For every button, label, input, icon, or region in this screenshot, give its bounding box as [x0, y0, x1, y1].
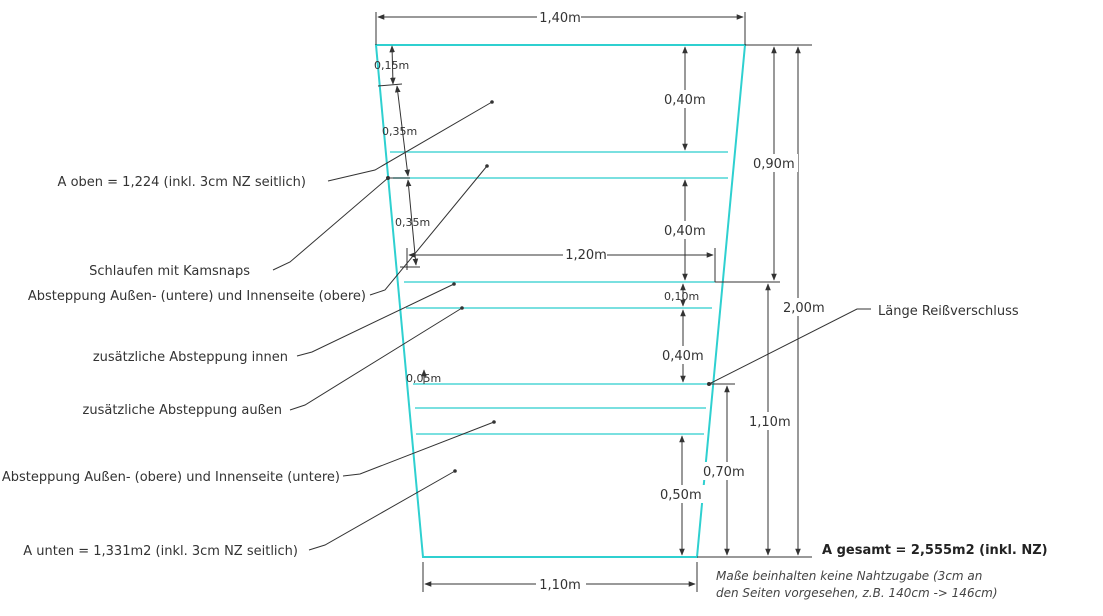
label-zus-aussen: zusätzliche Absteppung außen — [83, 403, 282, 418]
label-a-unten: A unten = 1,331m2 (inkl. 3cm NZ seitlich… — [23, 544, 298, 559]
leader-absteppung-2 — [342, 421, 495, 477]
leader-lines — [272, 100, 871, 551]
dim-label-035-b: 0,35m — [395, 216, 430, 229]
leader-a-unten — [308, 470, 456, 551]
dim-label-005: 0,05m — [406, 372, 441, 385]
note-line-1: Maße beinhalten keine Nahtzugabe (3cm an — [716, 569, 982, 583]
dim-label-width-top: 1,40m — [539, 11, 581, 26]
dim-h-035-b — [405, 179, 419, 266]
dim-label-040-a: 0,40m — [664, 93, 706, 108]
leader-schlaufen — [272, 177, 410, 271]
annotation-labels: A oben = 1,224 (inkl. 3cm NZ seitlich) S… — [2, 175, 1048, 600]
dim-label-010: 0,10m — [664, 290, 699, 303]
label-schlaufen: Schlaufen mit Kamsnaps — [89, 264, 250, 279]
seam-lines — [390, 151, 728, 435]
note-line-2: den Seiten vorgesehen, z.B. 140cm -> 146… — [716, 586, 998, 600]
dim-label-width-mid: 1,20m — [565, 248, 607, 263]
label-absteppung-1: Absteppung Außen- (untere) und Innenseit… — [28, 289, 366, 304]
dimension-lines — [377, 14, 801, 587]
dimension-labels: 1,40m 1,20m 1,10m 0,15m 0,35m 0,35m 0,40… — [374, 11, 825, 593]
leader-reissverschluss — [708, 308, 871, 385]
dim-label-200: 2,00m — [783, 301, 825, 316]
leader-a-oben — [327, 101, 493, 182]
dim-h-015 — [389, 45, 396, 85]
dim-label-width-bottom: 1,10m — [539, 578, 581, 593]
dim-label-070: 0,70m — [703, 465, 745, 480]
label-a-oben: A oben = 1,224 (inkl. 3cm NZ seitlich) — [58, 175, 306, 190]
dim-label-110: 1,10m — [749, 415, 791, 430]
label-a-gesamt: A gesamt = 2,555m2 (inkl. NZ) — [822, 543, 1048, 558]
leader-absteppung-1 — [369, 165, 488, 296]
label-zus-innen: zusätzliche Absteppung innen — [93, 350, 288, 365]
dim-label-035-a: 0,35m — [382, 125, 417, 138]
label-reissverschluss: Länge Reißverschluss — [878, 304, 1019, 319]
dim-label-050: 0,50m — [660, 488, 702, 503]
leader-zus-innen — [296, 283, 455, 357]
label-absteppung-2: Absteppung Außen- (obere) und Innenseite… — [2, 470, 340, 485]
extension-lines — [375, 12, 812, 592]
dim-h-035-a — [394, 85, 411, 177]
dim-label-040-c: 0,40m — [662, 349, 704, 364]
leader-zus-aussen — [289, 307, 463, 411]
dim-label-040-b: 0,40m — [664, 224, 706, 239]
dim-label-090: 0,90m — [753, 157, 795, 172]
dim-label-015: 0,15m — [374, 59, 409, 72]
